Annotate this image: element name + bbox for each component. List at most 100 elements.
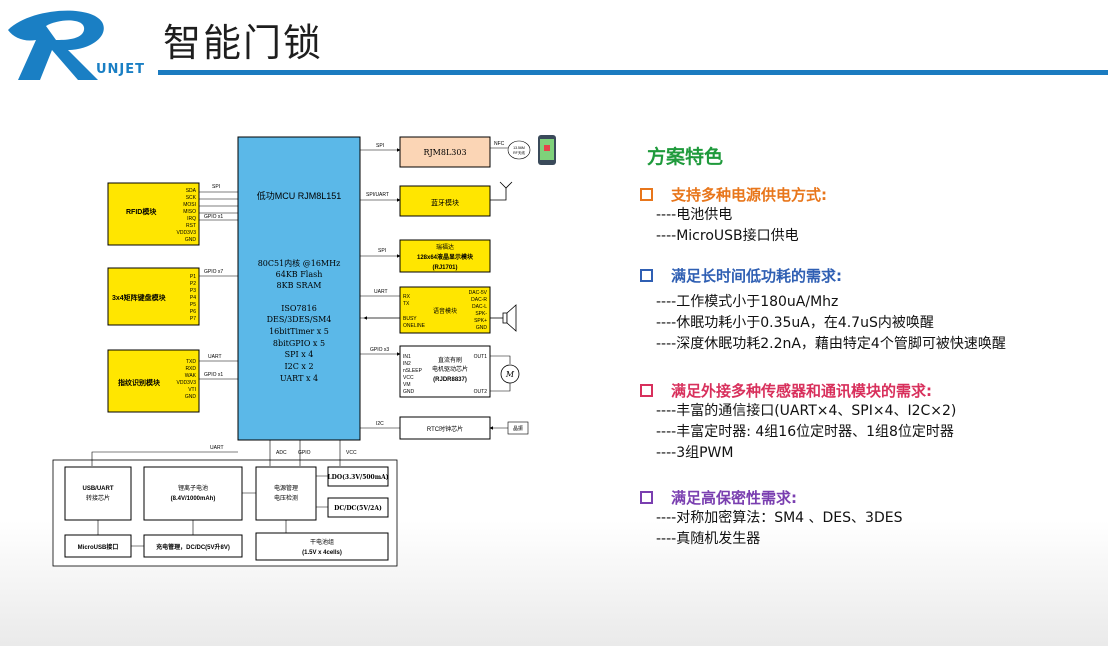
page-title: 智能门锁 — [163, 21, 324, 65]
motor-line: 电机驱动芯片 — [432, 365, 468, 373]
battery-line: 锂离子电池 — [178, 484, 208, 492]
voice-label: 语音模块 — [433, 307, 457, 315]
phone-icon — [538, 135, 556, 165]
keypad-pin: P4 — [190, 295, 196, 301]
keypad-gpio-label: GPIO x7 — [204, 269, 223, 275]
rtc-label: RTC时钟芯片 — [427, 425, 463, 433]
block-diagram: 低功MCU RJM8L151 80C51内核 @16MHz 64KB Flash… — [52, 135, 556, 567]
nfc-antenna-tag — [507, 140, 531, 160]
bullet-square-icon — [640, 188, 653, 201]
rfid-pin: RST — [186, 223, 196, 229]
bluetooth-label: 蓝牙模块 — [431, 198, 459, 207]
rfid-spi-label: SPI — [212, 184, 220, 190]
fingerprint-block — [107, 349, 200, 413]
lcd-line: (RJ1701) — [432, 265, 457, 271]
nfc-spi-label: SPI — [376, 143, 384, 149]
runjet-logo — [8, 10, 104, 80]
feature-item: ----MicroUSB接口供电 — [656, 228, 799, 244]
bullet-square-icon — [640, 491, 653, 504]
keypad-pin: P6 — [190, 309, 196, 315]
motor-pin: VCC — [403, 375, 414, 381]
pmu-block — [255, 466, 317, 521]
fingerprint-pin: RXD — [185, 366, 196, 372]
feature-item: ----对称加密算法：SM4 、DES、3DES — [656, 510, 903, 526]
feature-heading: 满足高保密性需求: — [671, 489, 797, 507]
motor-pin: nSLEEP — [403, 368, 423, 374]
bluetooth-block — [399, 185, 491, 217]
mcu-feature-6: I2C x 2 — [284, 362, 313, 371]
features-title: 方案特色 — [647, 146, 724, 168]
rfid-block — [107, 182, 200, 246]
rfid-pin: GND — [185, 237, 197, 243]
mcu-feature-7: UART x 4 — [280, 374, 318, 383]
mcu-spec-2: 64KB Flash — [276, 270, 323, 279]
bullet-square-icon — [640, 384, 653, 397]
motor-out1: OUT1 — [474, 354, 488, 360]
usb-uart-line: USB/UART — [83, 486, 114, 492]
rtc-i2c-label: I2C — [376, 421, 384, 427]
voice-pin: ONELINE — [403, 323, 426, 329]
header-divider — [158, 70, 1108, 75]
mcu-feature-5: SPI x 4 — [285, 350, 314, 359]
voice-pin: SPK+ — [474, 318, 487, 324]
battery-line: (8.4V/1000mAh) — [171, 496, 216, 502]
dcdc-label: DC/DC(5V/2A) — [334, 505, 382, 512]
mcu-spec-3: 8KB SRAM — [277, 281, 322, 290]
feature-item: ----工作模式小于180uA/Mhz — [656, 294, 839, 310]
mcu-block — [237, 136, 361, 441]
dry-battery-line: 干电池组 — [310, 538, 334, 546]
mcu-spec-1: 80C51内核 @16MHz — [258, 258, 341, 268]
motor-gpio-label: GPIO x3 — [370, 347, 389, 353]
motor-symbol: M — [505, 370, 515, 379]
fingerprint-uart-label: UART — [208, 354, 222, 360]
mcu-vcc-label: VCC — [346, 450, 357, 456]
fingerprint-pin: WAK — [185, 373, 197, 379]
lcd-block — [399, 239, 491, 273]
mcu-feature-3: 16bitTimer x 5 — [269, 327, 329, 336]
usb-uart-block — [64, 466, 132, 521]
feature-heading: 满足外接多种传感器和通讯模块的需求: — [671, 382, 933, 400]
mcu-feature-2: DES/3DES/SM4 — [267, 315, 332, 324]
feature-item: ----电池供电 — [656, 207, 733, 223]
battery-block — [143, 466, 243, 521]
motor-line: (RJDR8837) — [433, 377, 467, 383]
mcu-gpio-label: GPIO — [298, 450, 311, 456]
rfid-pin: MISO — [183, 209, 196, 215]
nfc-label: NFC — [494, 141, 505, 147]
feature-item: ----深度休眠功耗2.2nA，藉由特定4个管脚可被快速唤醒 — [656, 336, 1006, 352]
feature-section-lowpower: 满足长时间低功耗的需求: ----工作模式小于180uA/Mhz ----休眠功… — [640, 265, 1006, 355]
voice-pin: BUSY — [403, 316, 417, 322]
fingerprint-pin: TXD — [186, 359, 196, 365]
feature-section-interfaces: 满足外接多种传感器和通讯模块的需求: ----丰富的通信接口(UART×4、SP… — [640, 380, 956, 464]
rfid-pin: IRQ — [187, 216, 196, 222]
motor-out2: OUT2 — [474, 389, 488, 395]
voice-pin: DAC-R — [471, 297, 487, 303]
keypad-pin: P3 — [190, 288, 196, 294]
nfc-tag-line: 13.56M — [513, 146, 525, 150]
fingerprint-pin: VTI — [188, 387, 196, 393]
nfc-chip-block — [399, 136, 491, 168]
voice-block — [399, 286, 491, 334]
feature-item: ----丰富的通信接口(UART×4、SPI×4、I2C×2) — [656, 403, 957, 419]
keypad-label: 3x4矩阵键盘模块 — [112, 293, 167, 302]
motor-pin: VM — [403, 382, 411, 388]
dcdc-block — [327, 497, 389, 518]
voice-pin: SPK- — [475, 311, 487, 317]
rfid-gpio-label: GPIO x1 — [204, 214, 223, 220]
ldo-label: LDO(3.3V/500mA) — [327, 474, 388, 481]
voice-pin: GND — [476, 325, 488, 331]
mcu-feature-1: ISO7816 — [281, 304, 317, 313]
pmu-line: 电压检测 — [274, 494, 298, 502]
pmu-line: 电源管理 — [274, 484, 298, 492]
usb-uart-line: 转接芯片 — [86, 494, 110, 502]
speaker-icon — [490, 304, 517, 332]
feature-heading: 满足长时间低功耗的需求: — [671, 267, 842, 285]
fingerprint-label: 指纹识别模块 — [118, 378, 161, 387]
nfc-chip-label: RJM8L303 — [423, 148, 466, 157]
voice-pin: RX — [403, 294, 411, 300]
dry-battery-line: (1.5V x 4cells) — [302, 550, 342, 556]
fingerprint-pin: VDD3V3 — [177, 380, 197, 386]
voice-pin: DAC-5V — [469, 290, 488, 296]
mcu-feature-4: 8bitGPIO x 5 — [273, 339, 325, 348]
mcu-adc-label: ADC — [276, 450, 287, 456]
